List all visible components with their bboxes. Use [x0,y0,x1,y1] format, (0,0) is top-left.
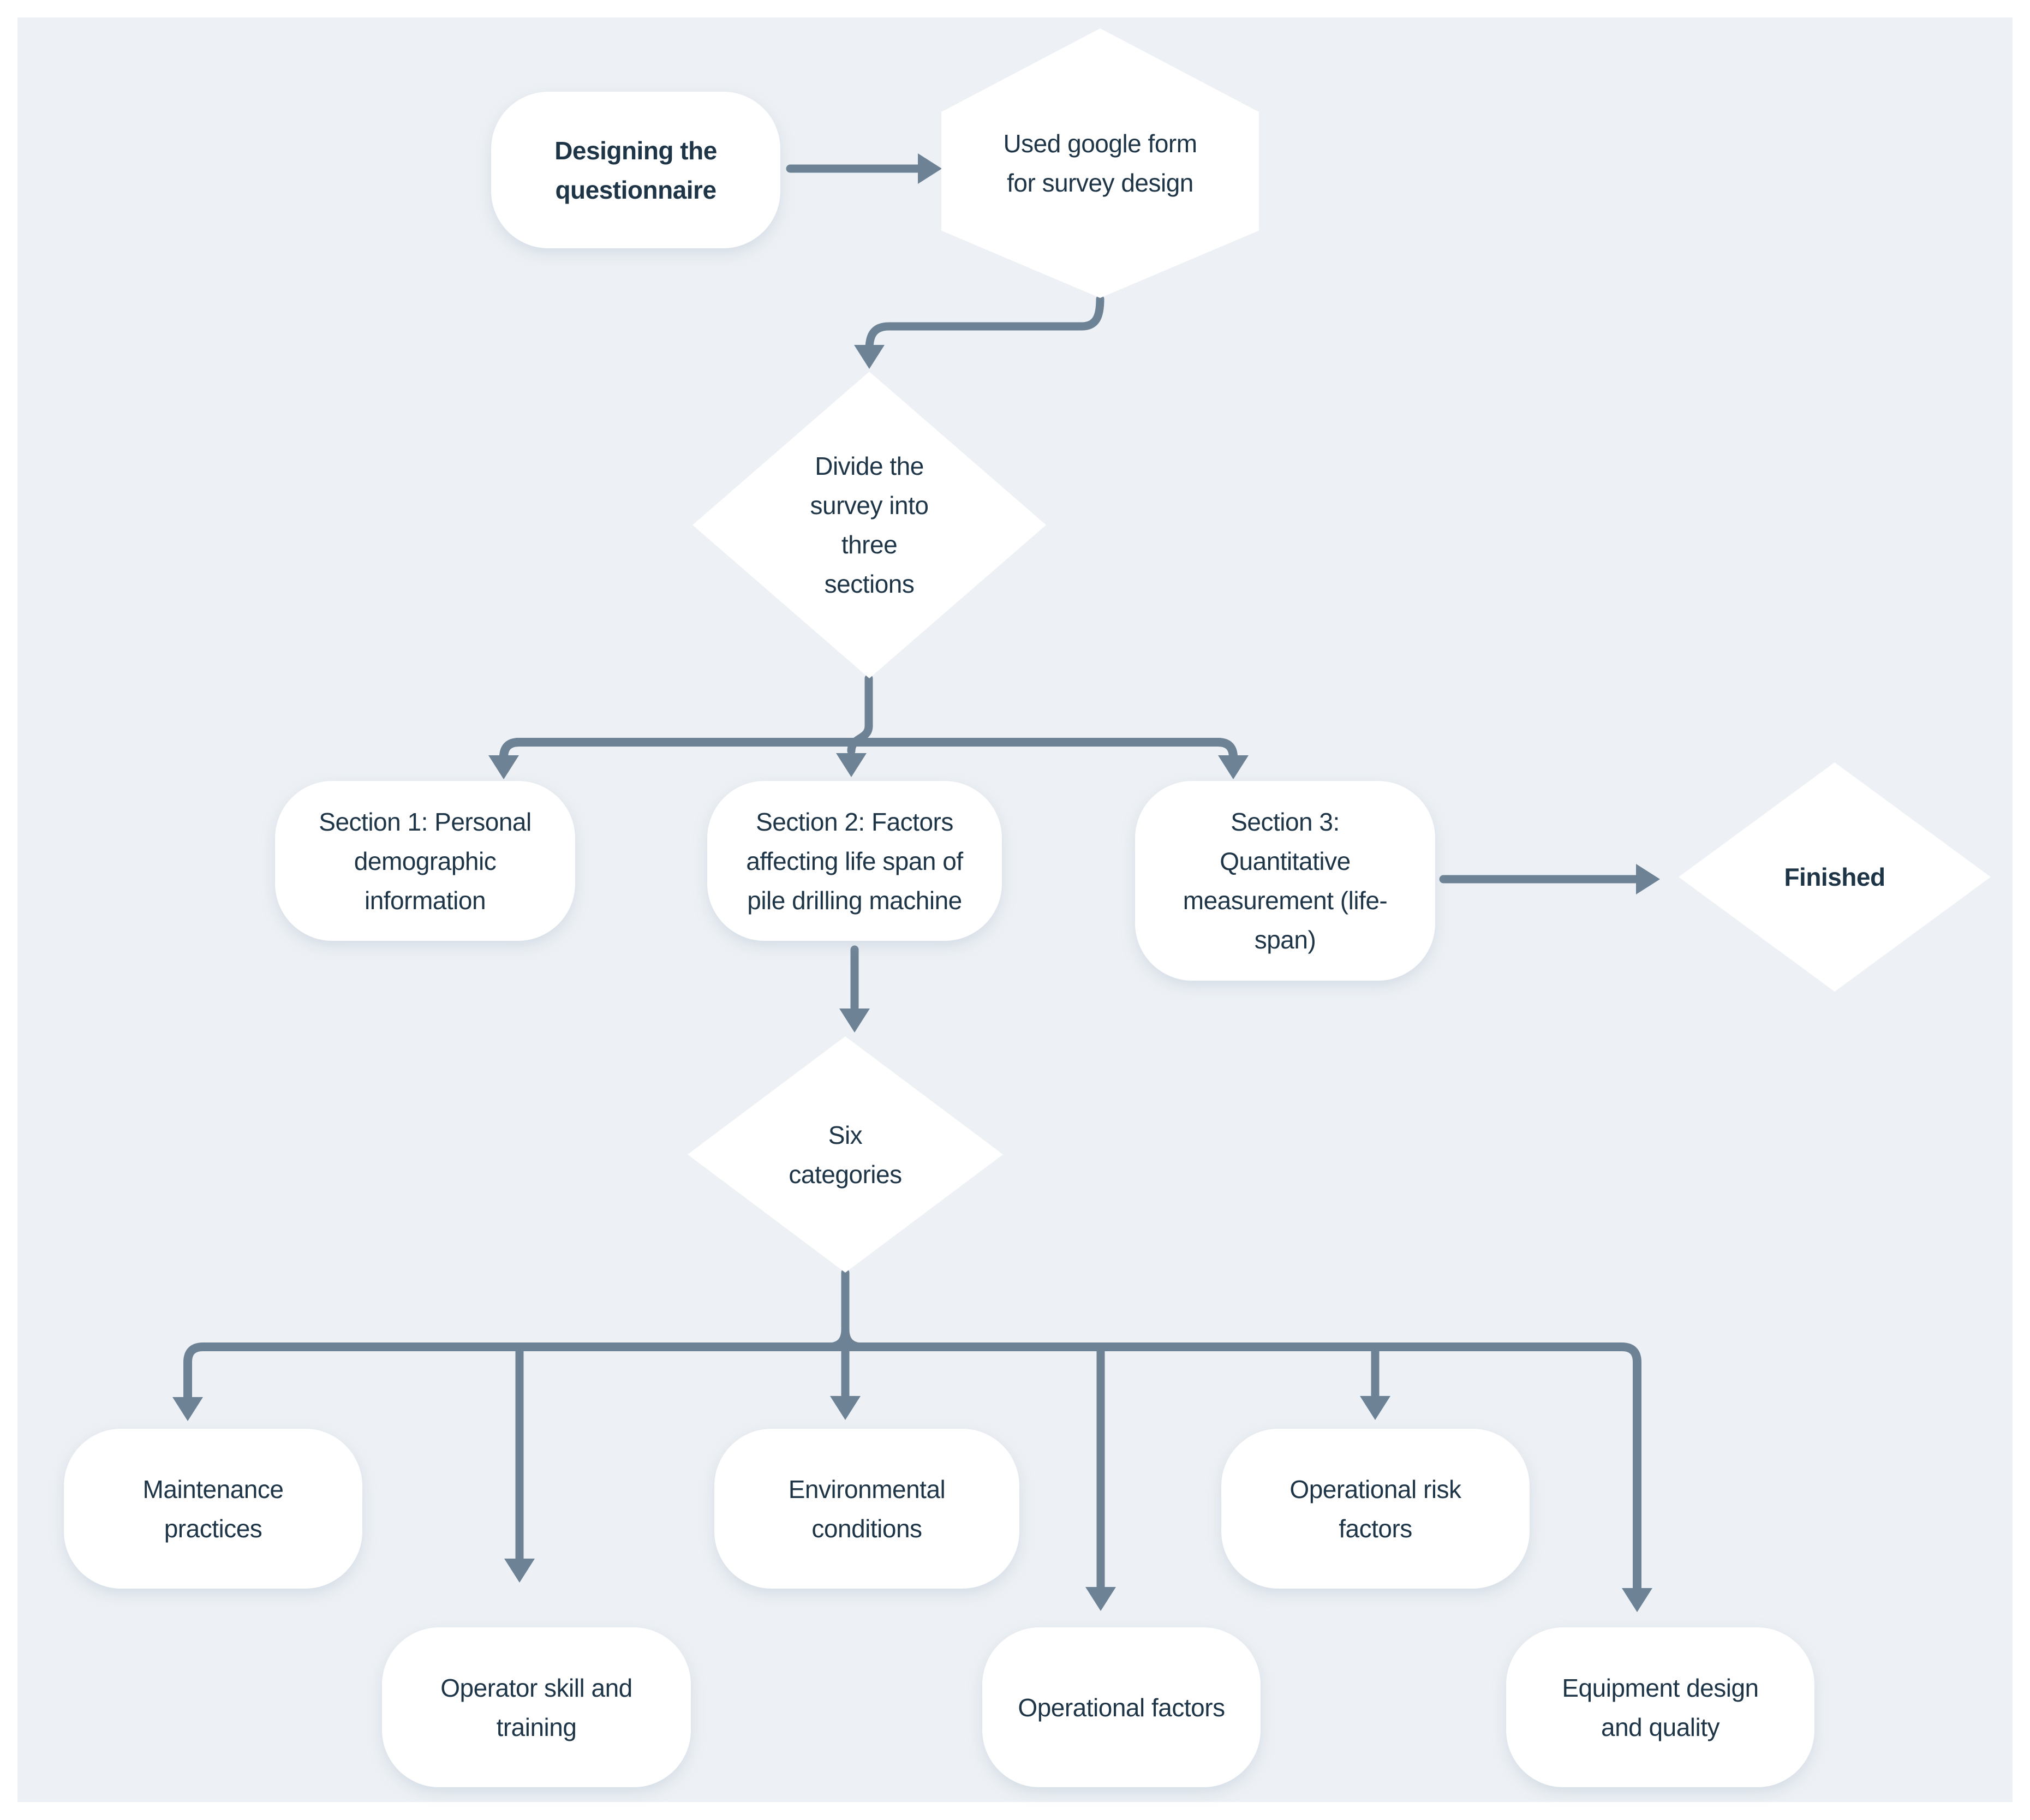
node-equipment-design-quality-label: Equipment design and quality [1562,1673,1759,1741]
node-section3-label: Section 3: Quantitative measurement (lif… [1183,808,1388,954]
node-section3: Section 3: Quantitative measurement (lif… [1135,781,1435,981]
node-operational-risk-factors: Operational risk factors [1221,1429,1530,1589]
node-operational-factors: Operational factors [982,1627,1261,1787]
node-six-categories-label: Six categories [789,1120,902,1189]
node-environmental-conditions: Environmental conditions [714,1429,1019,1589]
node-operator-skill-training: Operator skill and training [382,1627,691,1787]
node-section1-label: Section 1: Personal demographic informat… [319,807,532,915]
node-operational-risk-factors-label: Operational risk factors [1289,1475,1461,1543]
node-designing-questionnaire: Designing the questionnaire [491,92,780,248]
node-divide-survey-label: Divide the survey into three sections [810,452,929,598]
node-maintenance-practices-label: Maintenance practices [142,1475,284,1543]
node-finished-label: Finished [1784,863,1885,891]
node-used-google-form-label: Used google form for survey design [1003,129,1197,197]
node-environmental-conditions-label: Environmental conditions [788,1475,946,1543]
node-section1: Section 1: Personal demographic informat… [275,781,575,941]
node-operator-skill-training-label: Operator skill and training [440,1673,632,1741]
node-operational-factors-label: Operational factors [1018,1693,1225,1722]
node-maintenance-practices: Maintenance practices [64,1429,362,1589]
node-section2: Section 2: Factors affecting life span o… [707,781,1002,941]
node-designing-label: Designing the questionnaire [554,136,717,204]
node-equipment-design-quality: Equipment design and quality [1506,1627,1814,1787]
node-section2-label: Section 2: Factors affecting life span o… [746,807,963,915]
